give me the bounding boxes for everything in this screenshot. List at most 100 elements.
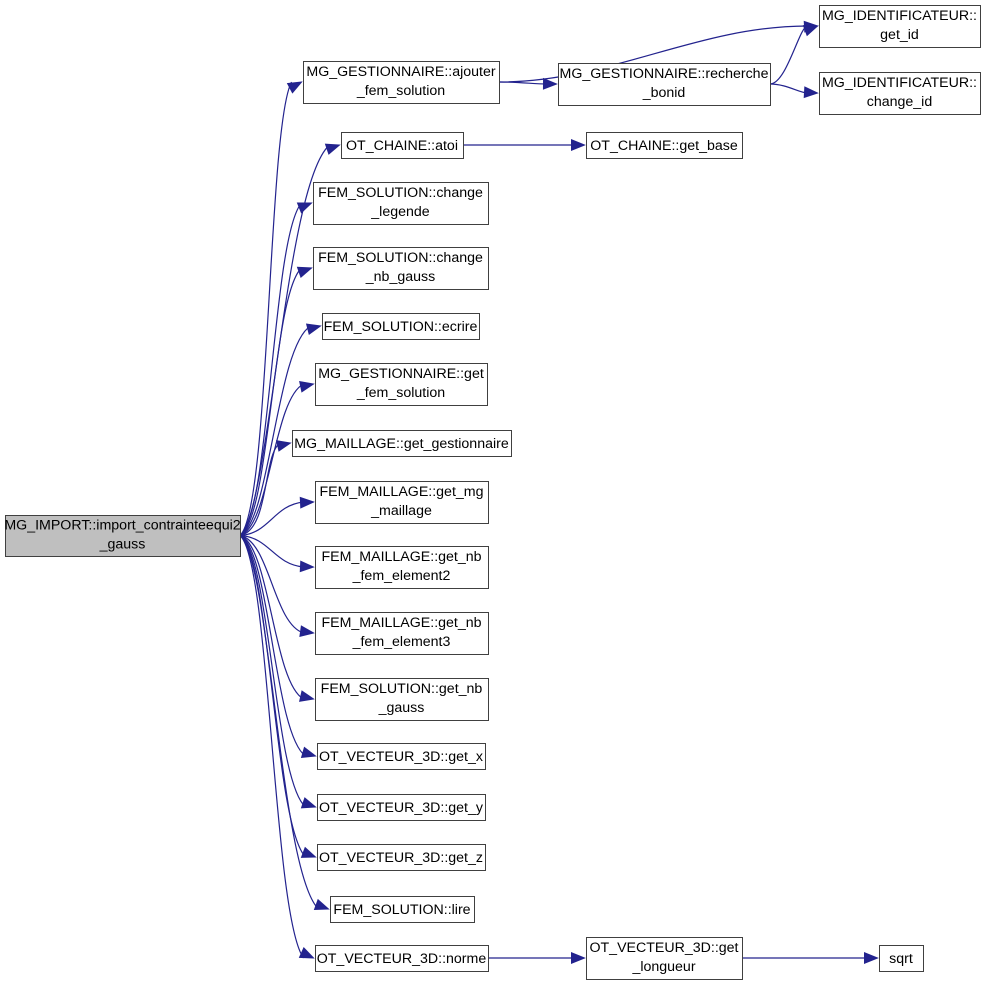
call-edge-root-to-get-nb-fem-element3 xyxy=(239,534,315,638)
edge-line xyxy=(239,383,304,537)
edge-line xyxy=(239,202,302,536)
graph-node-get-nb-fem-element2[interactable]: FEM_MAILLAGE::get_nb_fem_element2 xyxy=(315,546,489,589)
node-box[interactable] xyxy=(558,63,771,106)
call-edge-root-to-lire xyxy=(239,535,330,911)
call-edge-root-to-change-legende xyxy=(239,202,313,536)
node-box[interactable] xyxy=(313,247,489,290)
node-box[interactable] xyxy=(586,132,743,159)
edge-arrowhead xyxy=(299,496,315,509)
graph-node-get-gestionnaire[interactable]: MG_MAILLAGE::get_gestionnaire xyxy=(292,430,512,457)
graph-node-get-fem-solution[interactable]: MG_GESTIONNAIRE::get_fem_solution xyxy=(315,363,488,406)
graph-node-get-nb-gauss[interactable]: FEM_SOLUTION::get_nb_gauss xyxy=(315,678,489,721)
node-label: FEM_SOLUTION::lire xyxy=(333,902,470,918)
edge-line xyxy=(239,534,304,634)
node-box[interactable] xyxy=(315,481,489,524)
edge-line xyxy=(239,325,311,537)
graph-node-change-id[interactable]: MG_IDENTIFICATEUR::change_id xyxy=(819,72,981,115)
graph-node-ajouter-fem-solution[interactable]: MG_GESTIONNAIRE::ajouter_fem_solution xyxy=(303,61,500,104)
edge-line xyxy=(239,535,304,959)
call-edge-norme-to-get-longueur xyxy=(488,952,586,964)
node-label: FEM_SOLUTION::ecrire xyxy=(324,319,478,335)
node-label: sqrt xyxy=(889,951,913,967)
graph-node-change-nb-gauss[interactable]: FEM_SOLUTION::change_nb_gauss xyxy=(313,247,489,290)
node-label: OT_VECTEUR_3D::get_z xyxy=(319,850,483,866)
graph-node-root[interactable]: MG_IMPORT::import_contrainteequi2_gauss xyxy=(4,515,241,557)
graph-node-lire[interactable]: FEM_SOLUTION::lire xyxy=(330,896,475,923)
graph-node-get-longueur[interactable]: OT_VECTEUR_3D::get_longueur xyxy=(586,937,743,980)
edge-arrowhead xyxy=(296,202,313,214)
graph-node-get-y[interactable]: OT_VECTEUR_3D::get_y xyxy=(317,794,486,821)
edge-arrowhead xyxy=(299,690,315,702)
edge-line xyxy=(239,534,306,757)
call-edge-root-to-get-mg-maillage xyxy=(239,496,315,537)
graph-node-get-nb-fem-element3[interactable]: FEM_MAILLAGE::get_nb_fem_element3 xyxy=(315,612,489,655)
edge-arrowhead xyxy=(305,323,322,336)
graph-node-norme[interactable]: OT_VECTEUR_3D::norme xyxy=(315,945,489,972)
node-box[interactable] xyxy=(313,182,489,225)
node-label: MG_IDENTIFICATEUR::change_id xyxy=(822,75,977,110)
edge-line xyxy=(769,83,808,94)
call-edge-root-to-get-gestionnaire xyxy=(239,440,292,537)
node-box[interactable] xyxy=(341,132,464,159)
graph-node-atoi[interactable]: OT_CHAINE::atoi xyxy=(341,132,464,159)
node-box[interactable] xyxy=(315,546,489,589)
node-box[interactable] xyxy=(330,896,475,923)
edge-line xyxy=(239,81,293,536)
call-edge-root-to-ecrire xyxy=(239,323,322,537)
call-edge-get-longueur-to-sqrt xyxy=(742,952,879,964)
node-label: MG_MAILLAGE::get_gestionnaire xyxy=(294,436,509,452)
node-label: FEM_SOLUTION::get_nb_gauss xyxy=(321,681,483,716)
graph-node-get-base[interactable]: OT_CHAINE::get_base xyxy=(586,132,743,159)
edge-line xyxy=(239,534,304,568)
call-edge-recherche-bonid-to-change-id xyxy=(769,83,819,99)
node-box[interactable] xyxy=(315,678,489,721)
edge-arrowhead xyxy=(300,846,317,858)
edge-line xyxy=(769,25,808,85)
call-edge-root-to-get-y xyxy=(239,534,317,809)
call-edge-root-to-get-nb-fem-element2 xyxy=(239,534,315,573)
node-box[interactable] xyxy=(315,945,489,972)
node-box[interactable] xyxy=(586,937,743,980)
graph-node-change-legende[interactable]: FEM_SOLUTION::change_legende xyxy=(313,182,489,225)
edge-arrowhead xyxy=(802,25,819,37)
node-box[interactable] xyxy=(819,5,981,48)
node-layer: MG_IMPORT::import_contrainteequi2_gauss M… xyxy=(4,5,981,980)
edge-arrowhead xyxy=(276,440,292,452)
edge-arrowhead xyxy=(300,746,317,759)
node-label: OT_VECTEUR_3D::norme xyxy=(317,951,487,967)
edge-arrowhead xyxy=(300,797,317,809)
graph-node-get-x[interactable]: OT_VECTEUR_3D::get_x xyxy=(317,743,486,770)
edge-line xyxy=(239,535,319,910)
node-label: MG_GESTIONNAIRE::ajouter_fem_solution xyxy=(306,64,495,99)
node-label: OT_VECTEUR_3D::get_x xyxy=(319,749,483,765)
node-box[interactable] xyxy=(315,612,489,655)
node-box[interactable] xyxy=(292,430,512,457)
node-box[interactable] xyxy=(819,72,981,115)
call-edge-root-to-get-fem-solution xyxy=(239,380,315,537)
call-edge-atoi-to-get-base xyxy=(463,139,586,151)
graph-node-get-mg-maillage[interactable]: FEM_MAILLAGE::get_mg_maillage xyxy=(315,481,489,524)
edge-line xyxy=(239,501,304,537)
node-box[interactable] xyxy=(317,844,486,871)
graph-node-ecrire[interactable]: FEM_SOLUTION::ecrire xyxy=(322,313,480,340)
edge-layer xyxy=(239,20,879,964)
graph-node-sqrt[interactable]: sqrt xyxy=(879,945,924,972)
edge-line xyxy=(239,534,304,700)
node-label: FEM_MAILLAGE::get_nb_fem_element3 xyxy=(321,615,481,650)
node-box[interactable] xyxy=(303,61,500,104)
edge-arrowhead xyxy=(864,952,879,964)
node-label: FEM_SOLUTION::change_nb_gauss xyxy=(318,250,483,285)
node-box[interactable] xyxy=(317,743,486,770)
graph-node-recherche-bonid[interactable]: MG_GESTIONNAIRE::recherche_bonid xyxy=(558,63,771,106)
edge-arrowhead xyxy=(286,81,303,94)
graph-node-get-id[interactable]: MG_IDENTIFICATEUR::get_id xyxy=(819,5,981,48)
node-box[interactable] xyxy=(317,794,486,821)
node-box[interactable] xyxy=(879,945,924,972)
graph-node-get-z[interactable]: OT_VECTEUR_3D::get_z xyxy=(317,844,486,871)
node-label: MG_GESTIONNAIRE::recherche_bonid xyxy=(560,66,769,101)
node-box[interactable] xyxy=(315,363,488,406)
node-box-root[interactable] xyxy=(5,515,241,557)
node-box[interactable] xyxy=(322,313,480,340)
